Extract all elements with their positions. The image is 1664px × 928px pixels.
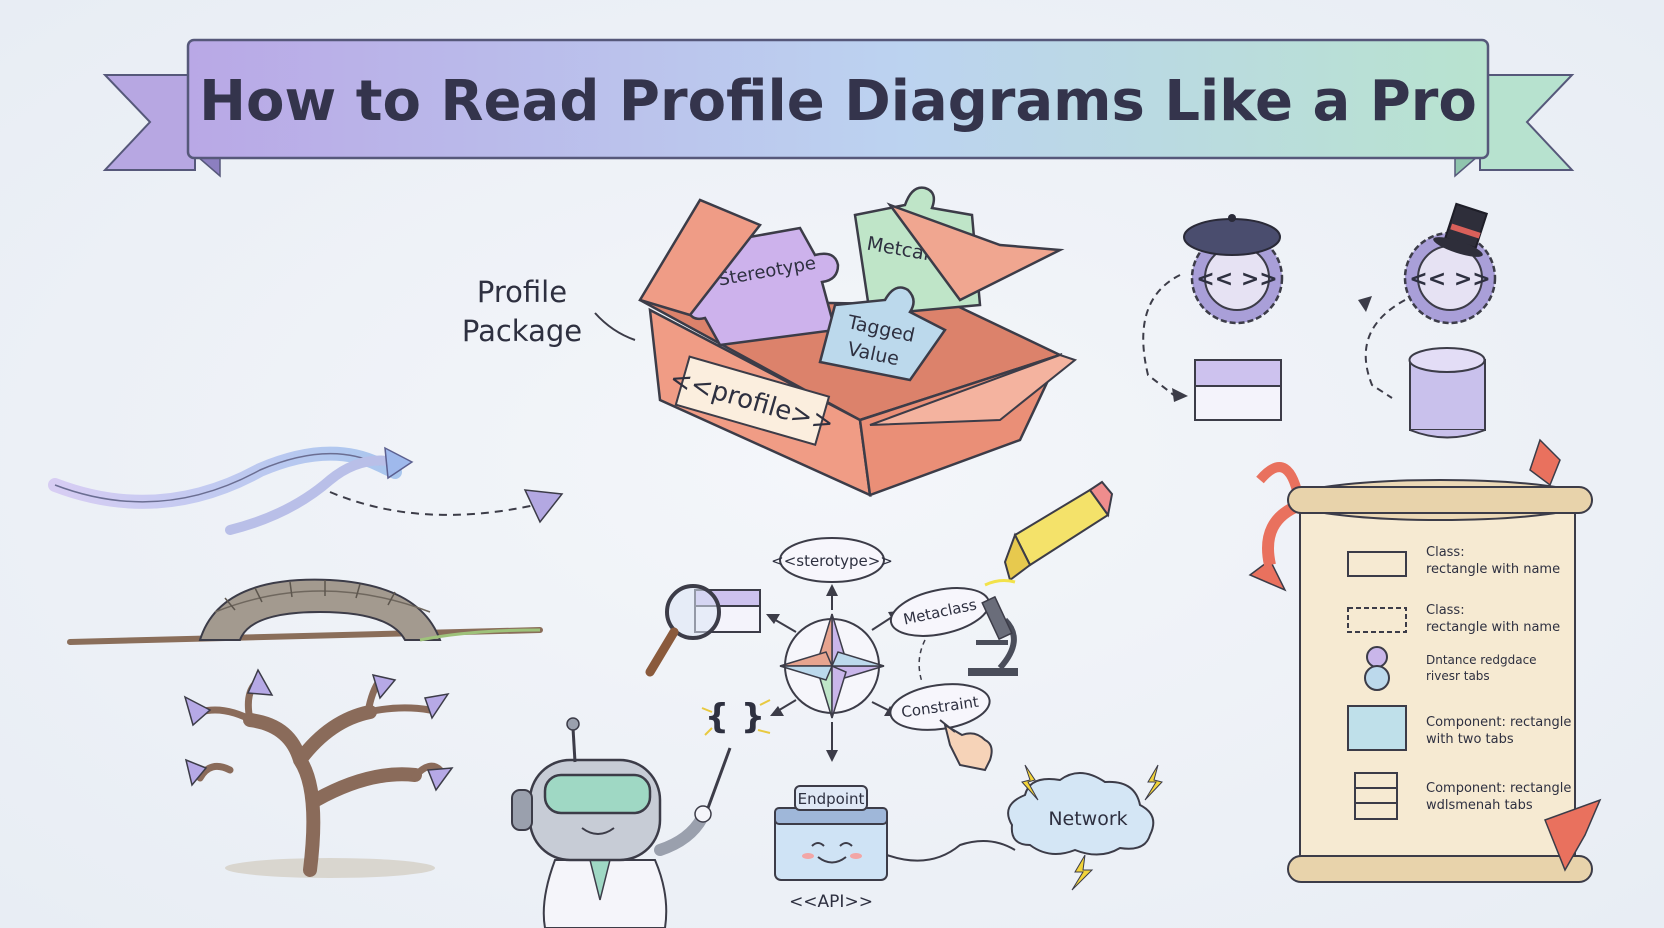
stereotype-badge-tophat: << >> <box>1403 202 1497 325</box>
pointing-hand-icon <box>939 719 993 772</box>
legend5-line2: wdlsmenah tabs <box>1426 798 1533 813</box>
legend5-line1: Component: rectangle <box>1426 781 1571 796</box>
legend-item-class: Class: rectangle with name <box>1347 545 1560 577</box>
title-banner: How to Read Profile Diagrams Like a Pro <box>102 38 1575 178</box>
microscope-icon <box>968 595 1018 676</box>
legend4-line1: Component: rectangle <box>1426 715 1571 730</box>
endpoint-api-label: <<API>> <box>789 892 873 912</box>
legend-item-component: Component: rectangle with two tabs <box>1347 705 1571 751</box>
legend3-line1: Dntance redgdace <box>1426 653 1537 667</box>
stereotype-node: <<sterotype>> <box>771 537 893 583</box>
legend2-line2: rectangle with name <box>1426 620 1560 635</box>
braces-label: { } <box>705 697 765 737</box>
page-title: How to Read Profile Diagrams Like a Pro <box>199 69 1477 134</box>
legend1-line2: rectangle with name <box>1426 562 1560 577</box>
network-cloud: Network <box>886 764 1163 891</box>
legend2-line1: Class: <box>1426 603 1465 618</box>
metaclass-node: Metaclass <box>889 587 991 637</box>
braces-icon: { } <box>701 697 771 737</box>
stream-arrows <box>48 446 564 535</box>
badge-cylinder-target <box>1358 296 1486 439</box>
stereotype-badge-beret: << >> <box>1183 214 1284 325</box>
endpoint-tab-label: Endpoint <box>798 790 865 808</box>
profile-package-box: Metcallass Stereotype Tagged Value <<pro… <box>638 186 1078 498</box>
legend-item-dashed-class: Class: rectangle with name <box>1347 603 1560 635</box>
compass-hub <box>766 584 901 762</box>
legend-scroll: Class: rectangle with name Class: rectan… <box>1248 438 1602 883</box>
robot-scientist-icon <box>511 717 732 928</box>
legend-item-stacked: Component: rectangle wdlsmenah tabs <box>1354 772 1571 820</box>
badge1-label: << >> <box>1196 267 1277 292</box>
profile-label-line1: Profile <box>477 275 567 309</box>
magnifier-icon <box>645 584 761 677</box>
legend3-line2: rivesr tabs <box>1426 669 1490 683</box>
puzzle-piece-tagged-value: Tagged Value <box>818 286 947 382</box>
highlighter-icon <box>984 480 1114 587</box>
stereotype-node-label: <<sterotype>> <box>771 552 893 570</box>
legend1-line1: Class: <box>1426 545 1465 560</box>
endpoint-window: Endpoint <<API>> <box>774 785 888 912</box>
legend-item-lollipop: Dntance redgdace rivesr tabs <box>1364 646 1537 691</box>
branching-tree-icon <box>183 668 454 878</box>
network-label: Network <box>1048 808 1127 830</box>
legend4-line2: with two tabs <box>1426 732 1514 747</box>
profile-package-label: Profile Package <box>462 275 636 348</box>
badge-class-target <box>1142 274 1282 421</box>
stone-bridge-icon <box>67 578 543 645</box>
badge2-label: << >> <box>1409 267 1490 292</box>
constraint-node: Constraint <box>889 639 991 731</box>
profile-label-line2: Package <box>462 314 582 348</box>
